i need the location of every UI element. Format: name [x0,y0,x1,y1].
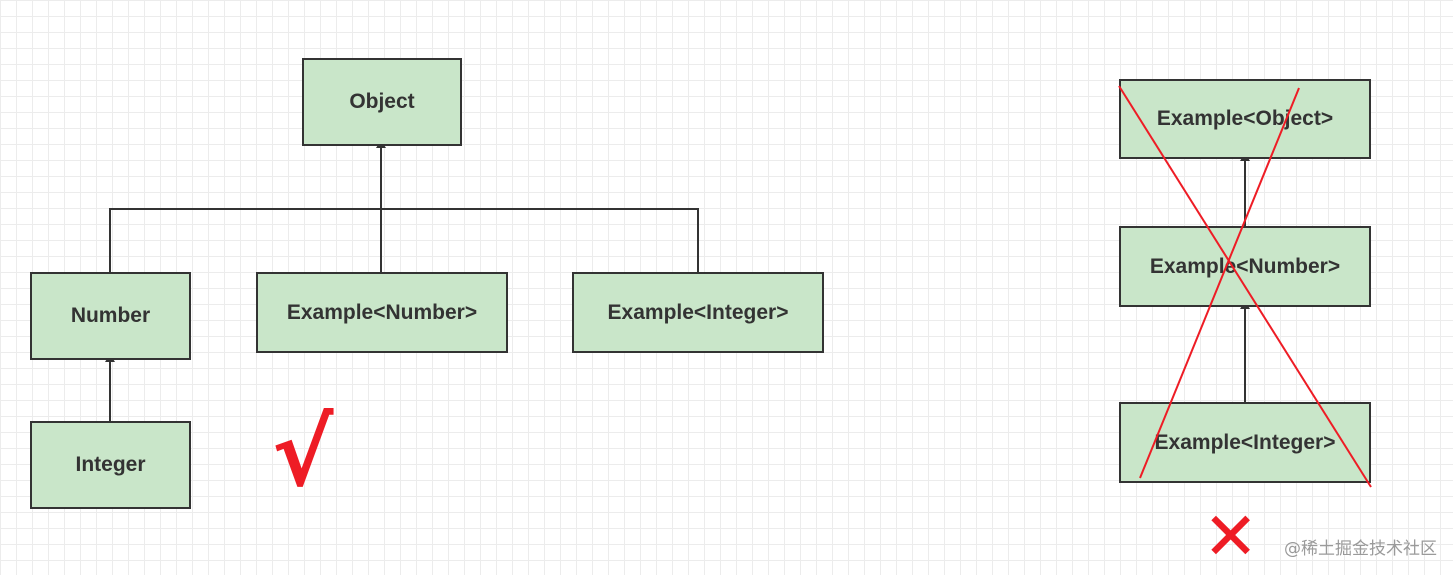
example-number-node-right: Example<Number> [1119,226,1371,307]
watermark: @稀土掘金技术社区 [1284,539,1437,559]
strike-line-1 [1118,85,1372,488]
check-mark-icon: √ [272,400,334,507]
example-object-node: Example<Object> [1119,79,1371,159]
integer-node: Integer [30,421,191,509]
hierarchy-connector [109,208,699,272]
object-node: Object [302,58,462,146]
example-integer-node-right: Example<Integer> [1119,402,1371,483]
number-node: Number [30,272,191,360]
cross-mark-icon: ✕ [1203,498,1259,575]
example-integer-node: Example<Integer> [572,272,824,353]
example-number-node: Example<Number> [256,272,508,353]
strike-line-2 [1139,87,1300,479]
